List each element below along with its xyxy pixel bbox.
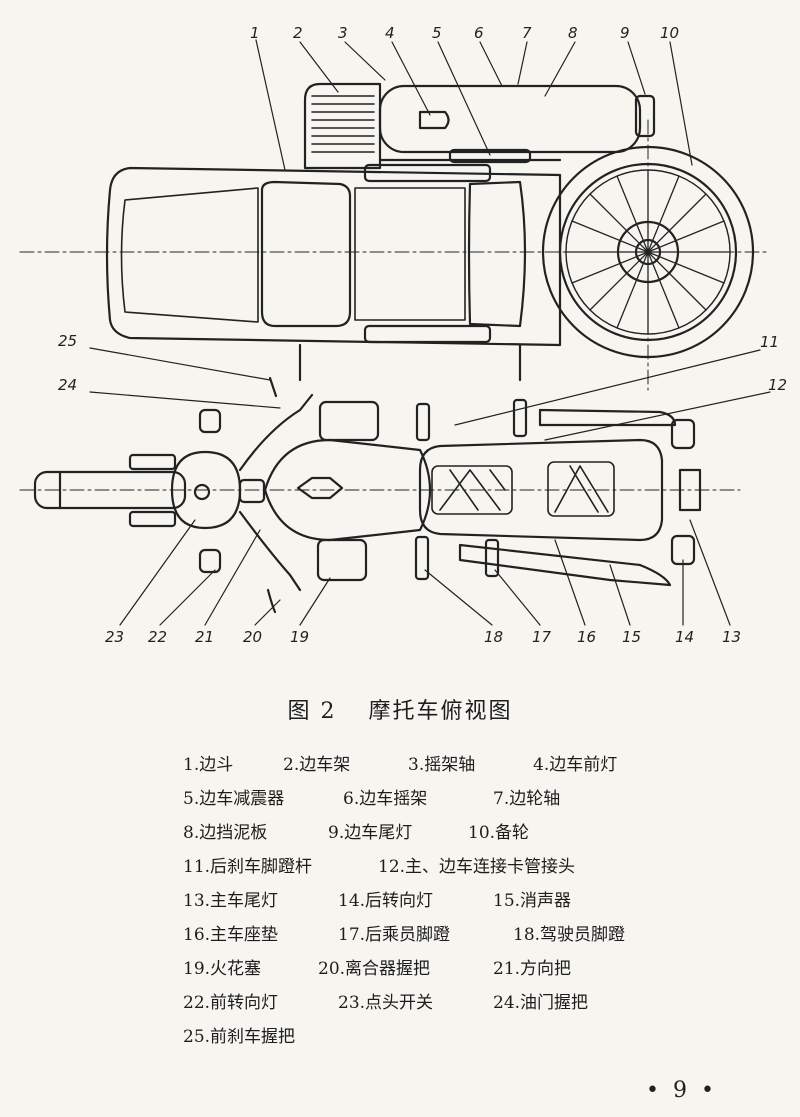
figure-number: 图 2 bbox=[287, 699, 337, 724]
legend-item: 17.后乘员脚蹬 bbox=[338, 925, 451, 945]
page-number: • 9 • bbox=[646, 1078, 714, 1103]
callout-10: 10 bbox=[660, 24, 679, 42]
legend-row: 22.前转向灯 23.点头开关 24.油门握把 bbox=[183, 986, 783, 1020]
callout-25: 25 bbox=[58, 332, 77, 350]
legend-item: 20.离合器握把 bbox=[318, 959, 431, 979]
callout-11: 11 bbox=[760, 333, 779, 351]
legend-item: 9.边车尾灯 bbox=[328, 823, 413, 843]
callout-14: 14 bbox=[675, 628, 694, 646]
callout-18: 18 bbox=[484, 628, 503, 646]
motorcycle-top-view-drawing: 1 2 3 4 5 6 7 8 9 10 11 12 13 14 15 16 1… bbox=[19, 24, 787, 646]
legend-item: 24.油门握把 bbox=[493, 993, 589, 1013]
legend-item: 13.主车尾灯 bbox=[183, 891, 279, 911]
sidecar-frame bbox=[303, 82, 656, 170]
legend-row: 11.后刹车脚蹬杆 12.主、边车连接卡管接头 bbox=[183, 850, 783, 884]
legend-item: 8.边挡泥板 bbox=[183, 823, 268, 843]
legend-item: 11.后刹车脚蹬杆 bbox=[183, 857, 313, 877]
callout-23: 23 bbox=[105, 628, 124, 646]
legend-item: 3.摇架轴 bbox=[408, 755, 476, 775]
callout-24: 24 bbox=[58, 376, 77, 394]
legend-item: 15.消声器 bbox=[493, 891, 572, 911]
callout-2: 2 bbox=[293, 24, 303, 42]
parts-legend: 1.边斗 2.边车架 3.摇架轴 4.边车前灯 5.边车减震器 6.边车摇架 7… bbox=[183, 748, 783, 1054]
legend-item: 19.火花塞 bbox=[183, 959, 262, 979]
legend-item: 16.主车座垫 bbox=[183, 925, 279, 945]
callout-20: 20 bbox=[243, 628, 262, 646]
legend-item: 25.前刹车握把 bbox=[183, 1027, 296, 1047]
spare-wheel bbox=[541, 145, 755, 359]
callout-21: 21 bbox=[195, 628, 214, 646]
callout-1: 1 bbox=[250, 24, 260, 42]
legend-item: 7.边轮轴 bbox=[493, 789, 561, 809]
callout-9: 9 bbox=[620, 24, 630, 42]
legend-item: 10.备轮 bbox=[468, 823, 530, 843]
callout-4: 4 bbox=[385, 24, 395, 42]
legend-item: 18.驾驶员脚蹬 bbox=[513, 925, 626, 945]
legend-row: 13.主车尾灯 14.后转向灯 15.消声器 bbox=[183, 884, 783, 918]
main-motorcycle bbox=[33, 376, 702, 614]
callout-8: 8 bbox=[568, 24, 578, 42]
legend-item: 1.边斗 bbox=[183, 755, 234, 775]
callout-16: 16 bbox=[577, 628, 596, 646]
callout-12: 12 bbox=[768, 376, 787, 394]
legend-row: 25.前刹车握把 bbox=[183, 1020, 783, 1054]
legend-item: 6.边车摇架 bbox=[343, 789, 428, 809]
legend-item: 4.边车前灯 bbox=[533, 755, 618, 775]
legend-item: 21.方向把 bbox=[493, 959, 572, 979]
callout-13: 13 bbox=[722, 628, 741, 646]
callout-15: 15 bbox=[622, 628, 641, 646]
callout-5: 5 bbox=[432, 24, 442, 42]
legend-row: 16.主车座垫 17.后乘员脚蹬 18.驾驶员脚蹬 bbox=[183, 918, 783, 952]
legend-item: 14.后转向灯 bbox=[338, 891, 434, 911]
legend-row: 1.边斗 2.边车架 3.摇架轴 4.边车前灯 bbox=[183, 748, 783, 782]
callout-7: 7 bbox=[522, 24, 532, 42]
legend-row: 19.火花塞 20.离合器握把 21.方向把 bbox=[183, 952, 783, 986]
legend-item: 12.主、边车连接卡管接头 bbox=[378, 857, 576, 877]
legend-row: 8.边挡泥板 9.边车尾灯 10.备轮 bbox=[183, 816, 783, 850]
legend-item: 2.边车架 bbox=[283, 755, 351, 775]
legend-item: 5.边车减震器 bbox=[183, 789, 285, 809]
figure-title: 摩托车俯视图 bbox=[368, 699, 513, 724]
legend-item: 22.前转向灯 bbox=[183, 993, 279, 1013]
callout-3: 3 bbox=[338, 24, 348, 42]
callout-19: 19 bbox=[290, 628, 309, 646]
callout-22: 22 bbox=[148, 628, 167, 646]
figure-caption: 图 2 摩托车俯视图 bbox=[0, 693, 800, 725]
callout-17: 17 bbox=[532, 628, 552, 646]
legend-item: 23.点头开关 bbox=[338, 993, 434, 1013]
sidecar-body bbox=[105, 163, 562, 382]
callout-6: 6 bbox=[474, 24, 484, 42]
legend-row: 5.边车减震器 6.边车摇架 7.边轮轴 bbox=[183, 782, 783, 816]
page-number-value: 9 bbox=[673, 1078, 687, 1103]
